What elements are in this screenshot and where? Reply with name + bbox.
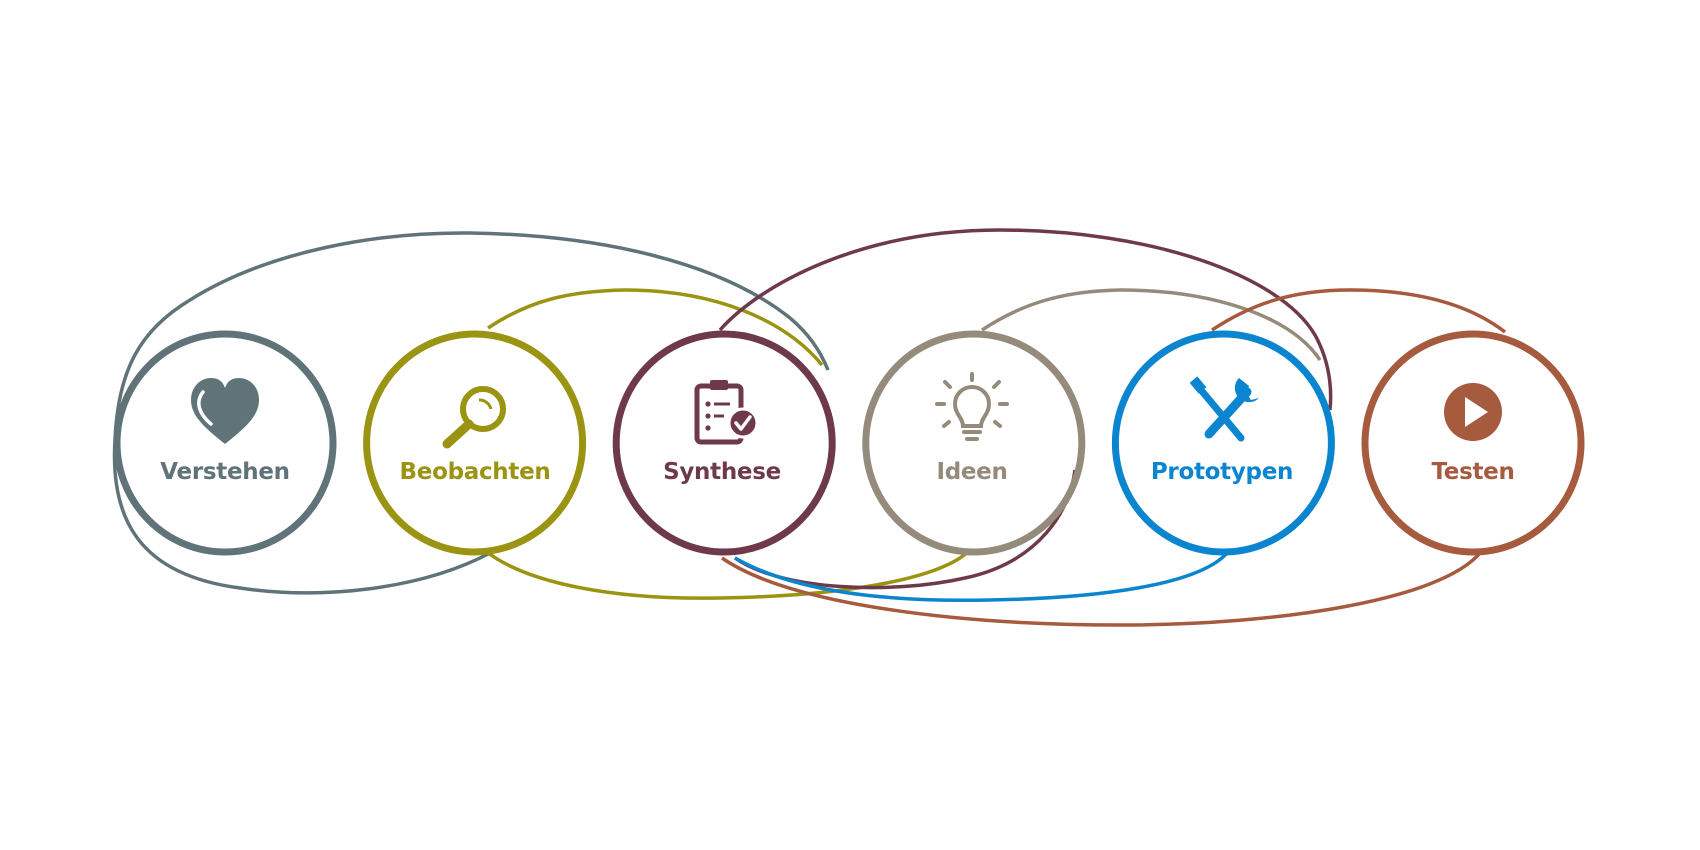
- magnifier-icon: [442, 386, 506, 449]
- ring-verstehen: [113, 330, 337, 556]
- loop-beobachten: [485, 288, 972, 600]
- loop-ideen: [981, 288, 1322, 361]
- loop-prototypen: [734, 550, 1230, 603]
- ring-beobachten: [363, 330, 587, 556]
- lightbulb-icon: [935, 372, 1009, 441]
- ring-synthese: [612, 330, 836, 556]
- label-beobachten: Beobachten: [400, 459, 551, 485]
- tools-icon: [1189, 376, 1259, 442]
- label-synthese: Synthese: [663, 459, 781, 485]
- feedback-loops: [112, 228, 1507, 627]
- label-verstehen: Verstehen: [160, 459, 289, 485]
- label-testen: Testen: [1431, 459, 1514, 485]
- ring-ideen: [862, 330, 1086, 556]
- step-rings: [113, 330, 1585, 556]
- loop-testen: [721, 288, 1507, 627]
- label-prototypen: Prototypen: [1151, 459, 1293, 485]
- heart-icon: [191, 378, 259, 444]
- step-labels: Verstehen Beobachten Synthese Ideen Prot…: [160, 459, 1515, 485]
- ring-testen: [1361, 330, 1585, 556]
- ring-prototypen: [1111, 330, 1335, 556]
- loop-synthese: [718, 228, 1333, 590]
- label-ideen: Ideen: [936, 459, 1007, 485]
- play-icon: [1444, 383, 1502, 441]
- loop-verstehen: [112, 231, 830, 595]
- clipboard-check-icon: [694, 380, 759, 445]
